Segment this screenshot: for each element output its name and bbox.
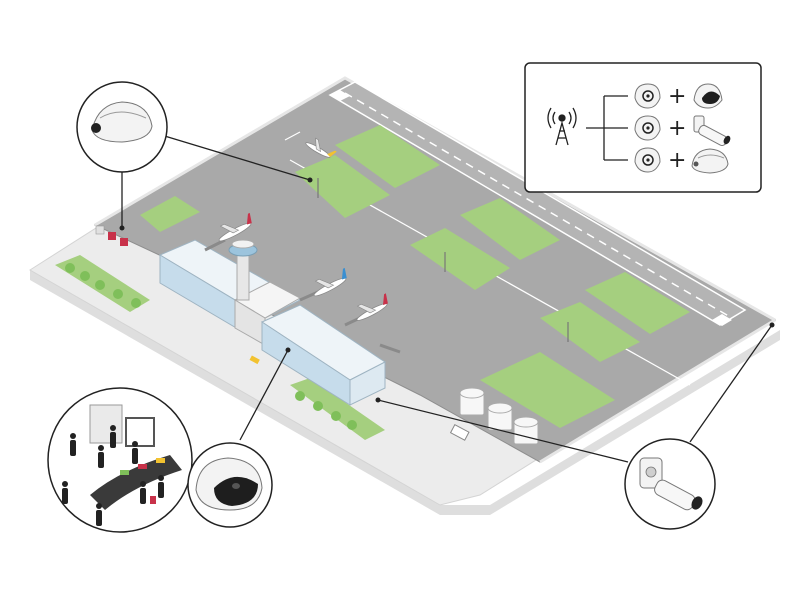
legend-connector bbox=[586, 95, 628, 161]
leader-dome-to-field bbox=[157, 133, 311, 181]
callout-anchor-dots bbox=[119, 177, 775, 403]
camera-legend: + + bbox=[524, 62, 762, 193]
security-booth bbox=[89, 404, 123, 444]
runway bbox=[328, 81, 747, 326]
legend-row-3: + bbox=[634, 147, 729, 174]
grass-patch bbox=[140, 196, 200, 232]
fisheye-camera-icon bbox=[634, 115, 661, 141]
runway-strip bbox=[328, 81, 747, 326]
mini-dome-camera-icon bbox=[195, 457, 263, 511]
tree bbox=[131, 298, 141, 308]
callout-leaders bbox=[121, 133, 773, 463]
plus-symbol: + bbox=[668, 148, 686, 173]
grass-patch bbox=[335, 125, 440, 188]
tree bbox=[347, 420, 357, 430]
callout-bullet-camera bbox=[624, 438, 716, 530]
baggage-carousel bbox=[90, 455, 182, 510]
grass-areas bbox=[55, 125, 690, 440]
tree bbox=[113, 289, 123, 299]
runway-centerline bbox=[344, 92, 733, 319]
jet-bridge bbox=[204, 238, 226, 252]
terminal-complex bbox=[158, 238, 401, 406]
grass-patch bbox=[480, 352, 615, 428]
service-vehicle bbox=[449, 424, 470, 441]
airplane bbox=[218, 212, 252, 242]
tree bbox=[65, 263, 75, 273]
grass-patch bbox=[460, 198, 560, 260]
grass-patch bbox=[585, 272, 690, 334]
perimeter-fence-lower bbox=[539, 318, 776, 464]
jet-bridge bbox=[379, 343, 401, 354]
radio-tower-icon bbox=[547, 107, 577, 146]
leader-bullet-to-perimeter bbox=[689, 324, 773, 443]
passengers bbox=[62, 425, 164, 526]
grass-verge bbox=[290, 378, 385, 440]
airplane-taxiing bbox=[305, 137, 337, 158]
callout-mini-dome-camera bbox=[187, 442, 273, 528]
bullet-camera-icon bbox=[639, 457, 703, 511]
security-gate bbox=[95, 225, 128, 246]
mini-dome-camera-icon bbox=[693, 83, 723, 109]
dome-camera-icon bbox=[91, 101, 153, 143]
tree bbox=[95, 280, 105, 290]
plus-symbol: + bbox=[668, 84, 686, 109]
trees bbox=[65, 263, 357, 430]
runway-end-marking bbox=[330, 90, 350, 101]
fisheye-camera-icon bbox=[634, 83, 661, 109]
yellow-vehicle bbox=[249, 355, 260, 365]
light-poles bbox=[317, 178, 569, 342]
airplane bbox=[356, 293, 388, 321]
leader-minidome-to-terminal bbox=[239, 349, 289, 441]
tree bbox=[295, 391, 305, 401]
terminal-interior-scene bbox=[62, 404, 182, 526]
perimeter-fence bbox=[94, 76, 776, 322]
taxiway-line-2 bbox=[284, 131, 301, 141]
grass-patch bbox=[410, 228, 510, 290]
plus-symbol: + bbox=[668, 116, 686, 141]
legend-row-1: + bbox=[634, 83, 723, 109]
control-tower-roof bbox=[231, 239, 255, 249]
terminal-wing-right-side bbox=[349, 361, 386, 406]
grass-patch bbox=[540, 302, 640, 362]
security-arch bbox=[125, 417, 155, 447]
leader-bullet-to-depot bbox=[377, 399, 629, 463]
grass-patch bbox=[295, 155, 390, 218]
callout-terminal-interior bbox=[47, 387, 193, 533]
tree bbox=[331, 411, 341, 421]
tree bbox=[313, 401, 323, 411]
fisheye-camera-icon bbox=[634, 147, 661, 173]
tree bbox=[80, 271, 90, 281]
bullet-camera-icon bbox=[693, 115, 731, 147]
luggage bbox=[150, 496, 156, 504]
control-tower-shaft bbox=[236, 249, 250, 301]
aircraft bbox=[218, 137, 388, 321]
callout-dome-camera bbox=[76, 81, 168, 173]
legend-row-2: + bbox=[634, 115, 731, 147]
airplane bbox=[313, 267, 347, 297]
dome-camera-icon bbox=[691, 148, 729, 174]
runway-end-marking-2 bbox=[712, 314, 732, 326]
